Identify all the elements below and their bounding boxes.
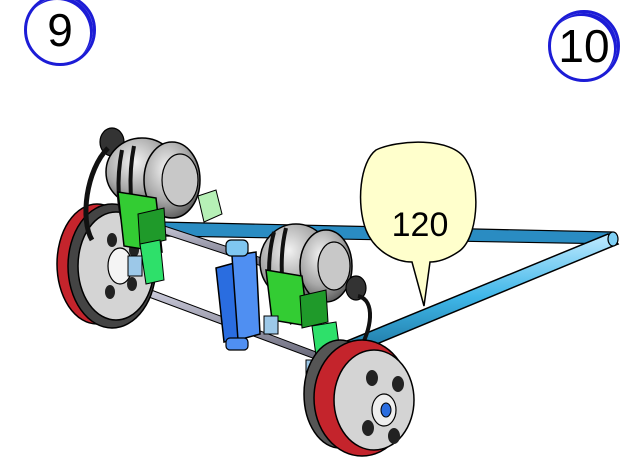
center-blue-bracket	[215, 239, 261, 351]
part-callout: 120	[359, 141, 477, 307]
step-number-badge-10: 10	[548, 10, 620, 82]
right-motor	[259, 223, 373, 377]
step-number-badge-9: 9	[24, 0, 96, 66]
right-wheel	[303, 339, 415, 457]
left-motor	[83, 127, 223, 285]
callout-part-number: 120	[392, 206, 449, 244]
callout-bubble	[359, 141, 477, 307]
